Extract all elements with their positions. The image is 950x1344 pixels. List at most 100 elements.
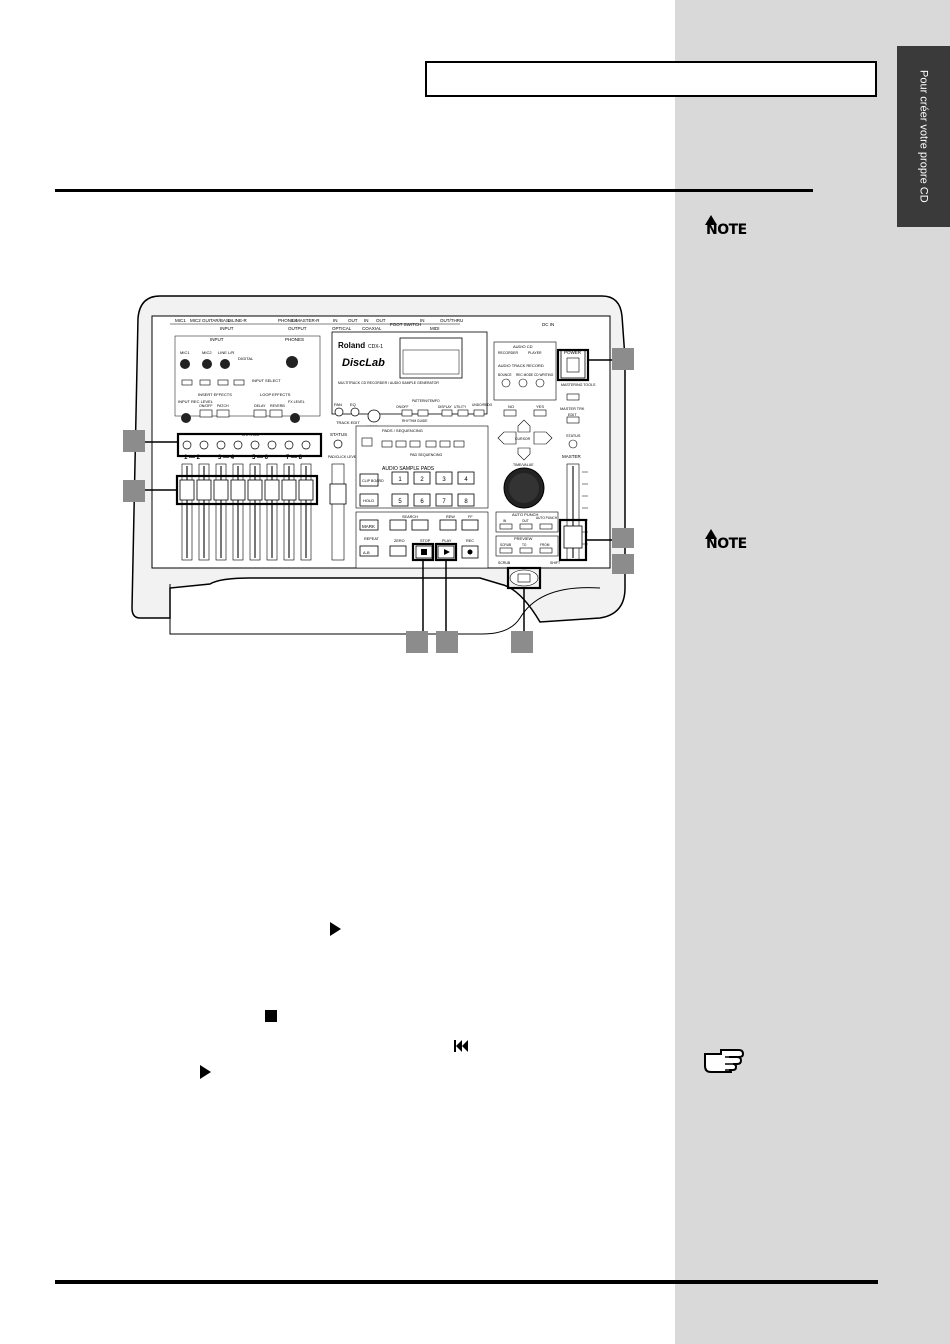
svg-text:EDIT: EDIT: [568, 413, 577, 417]
svg-text:PADS / SEQUENCING: PADS / SEQUENCING: [382, 428, 423, 433]
svg-text:IN: IN: [503, 519, 507, 523]
svg-text:REW: REW: [446, 515, 455, 519]
svg-text:OUTPUT: OUTPUT: [288, 326, 307, 331]
svg-text:REPEAT: REPEAT: [364, 537, 380, 541]
svg-text:PAD/CLICK LEVEL: PAD/CLICK LEVEL: [328, 455, 358, 459]
svg-text:7: 7: [442, 499, 446, 505]
svg-text:MIDI: MIDI: [430, 326, 440, 331]
svg-text:AUTO PUNCH: AUTO PUNCH: [512, 512, 538, 517]
svg-text:Roland: Roland: [338, 341, 365, 350]
svg-text:SCRUB: SCRUB: [498, 561, 511, 565]
svg-text:LOOP EFFECTS: LOOP EFFECTS: [260, 392, 291, 397]
svg-text:DISPLAY: DISPLAY: [438, 405, 452, 409]
svg-text:3: 3: [442, 477, 446, 483]
svg-text:AUDIO CD: AUDIO CD: [513, 344, 533, 349]
svg-text:IN: IN: [364, 318, 369, 323]
svg-text:YES: YES: [536, 404, 544, 409]
svg-text:INPUT SELECT: INPUT SELECT: [252, 378, 281, 383]
svg-text:L-MASTER-R: L-MASTER-R: [292, 318, 320, 323]
svg-text:INPUT REC LEVEL: INPUT REC LEVEL: [178, 399, 214, 404]
svg-text:RECORDER: RECORDER: [498, 351, 519, 355]
svg-text:IN: IN: [333, 318, 338, 323]
svg-text:PHONES: PHONES: [278, 318, 297, 323]
rear-connector-labels: MIC1 MIC2 GUITAR/BASS L-LINE-R PHONES L-…: [175, 318, 554, 327]
svg-text:OUT: OUT: [348, 318, 358, 323]
sample-pads: [391, 471, 475, 507]
svg-text:REC: REC: [466, 539, 474, 543]
svg-text:FOOT SWITCH: FOOT SWITCH: [390, 322, 421, 327]
svg-text:AUTO PUNCH: AUTO PUNCH: [536, 516, 558, 520]
svg-text:MIC2 GUITAR/BASS: MIC2 GUITAR/BASS: [190, 318, 232, 323]
device-illustration: MIC1 MIC2 GUITAR/BASS L-LINE-R PHONES L-…: [123, 295, 634, 653]
svg-text:UTILITY: UTILITY: [454, 405, 467, 409]
svg-text:4: 4: [464, 477, 468, 483]
pointing-hand-icon: [704, 1049, 745, 1073]
svg-text:SHIFT: SHIFT: [550, 561, 561, 565]
svg-text:OPTICAL: OPTICAL: [332, 326, 352, 331]
svg-text:DELAY: DELAY: [254, 404, 266, 408]
rear-connector-groups: INPUT OUTPUT OPTICAL COAXIAL MIDI: [220, 326, 440, 331]
svg-text:CD WRITING: CD WRITING: [534, 373, 554, 377]
status-buttons: [182, 440, 311, 450]
svg-text:UNDO/REDO: UNDO/REDO: [472, 403, 493, 407]
svg-text:AUDIO SAMPLE PADS: AUDIO SAMPLE PADS: [382, 466, 435, 472]
svg-text:MASTERING TOOLS: MASTERING TOOLS: [561, 383, 596, 387]
svg-text:AUDIO TRACK RECORD: AUDIO TRACK RECORD: [498, 363, 544, 368]
note-cap-icon: [705, 215, 717, 225]
play-icon: [330, 922, 341, 936]
svg-text:TIME/VALUE: TIME/VALUE: [513, 463, 534, 467]
svg-text:PLAYER: PLAYER: [528, 351, 542, 355]
svg-text:MASTER TRK: MASTER TRK: [560, 407, 585, 411]
svg-text:INPUT: INPUT: [210, 337, 224, 342]
svg-text:L-LINE-R: L-LINE-R: [228, 318, 248, 323]
svg-text:2: 2: [420, 477, 424, 483]
svg-text:RHYTHM GUIDE: RHYTHM GUIDE: [402, 419, 428, 423]
footer-rule: [55, 1280, 878, 1284]
svg-text:1: 1: [398, 477, 402, 483]
svg-text:STATUS: STATUS: [330, 432, 347, 437]
svg-text:A-B: A-B: [363, 550, 370, 555]
svg-text:REVERB: REVERB: [270, 404, 285, 408]
svg-text:OUT: OUT: [376, 318, 386, 323]
svg-text:CDX-1: CDX-1: [368, 344, 383, 350]
svg-text:DIGITAL: DIGITAL: [238, 356, 254, 361]
svg-text:IN: IN: [420, 318, 425, 323]
svg-text:FROM: FROM: [540, 543, 550, 547]
svg-text:CURSOR: CURSOR: [515, 437, 531, 441]
svg-text:POWER: POWER: [564, 350, 582, 355]
svg-text:LINE L/R: LINE L/R: [218, 350, 234, 355]
svg-text:PHONES: PHONES: [285, 337, 304, 342]
svg-text:PATTERN/TEMPO: PATTERN/TEMPO: [412, 399, 440, 403]
track-pair-labels: 1 — 2 3 — 4 5 — 6 7 — 8: [184, 455, 303, 461]
svg-text:PLAY: PLAY: [442, 539, 452, 543]
svg-text:INPUT: INPUT: [220, 326, 234, 331]
stop-icon: [265, 1010, 277, 1022]
rewind-to-zero-icon: [454, 1040, 468, 1052]
svg-text:PAN: PAN: [334, 402, 342, 407]
svg-text:MARK: MARK: [362, 524, 375, 529]
svg-text:ON/OFF: ON/OFF: [396, 405, 408, 409]
svg-text:TRACK EDIT: TRACK EDIT: [336, 420, 360, 425]
svg-text:HOLD: HOLD: [363, 498, 374, 503]
input-knob-labels: MIC1 MIC2 LINE L/R DIGITAL INPUT SELECT …: [178, 350, 281, 404]
svg-text:PAD SEQUENCING: PAD SEQUENCING: [410, 453, 442, 457]
svg-text:DC IN: DC IN: [542, 322, 554, 327]
svg-text:FX LEVEL: FX LEVEL: [288, 400, 305, 404]
channel-faders: [179, 463, 314, 561]
svg-text:SEARCH: SEARCH: [402, 515, 418, 519]
svg-text:5 — 6: 5 — 6: [252, 455, 269, 461]
svg-text:PREVIEW: PREVIEW: [514, 536, 533, 541]
svg-text:REC MODE: REC MODE: [516, 373, 533, 377]
svg-text:MIC1: MIC1: [175, 318, 186, 323]
svg-text:STOP: STOP: [420, 539, 431, 543]
play-icon: [200, 1065, 211, 1079]
svg-text:EQ: EQ: [350, 402, 356, 407]
svg-text:COAXIAL: COAXIAL: [362, 326, 382, 331]
section-tab-label: Pour créer votre propre CD: [917, 70, 930, 203]
svg-text:MIC2: MIC2: [202, 350, 212, 355]
svg-text:MULTITRACK CD RECORDER / AUDIO: MULTITRACK CD RECORDER / AUDIO SAMPLE GE…: [338, 381, 439, 385]
svg-text:ON/OFF: ON/OFF: [199, 404, 213, 408]
callout-boxes: [123, 348, 634, 653]
svg-text:MIC1: MIC1: [180, 350, 190, 355]
svg-text:1 — 2: 1 — 2: [184, 455, 201, 461]
